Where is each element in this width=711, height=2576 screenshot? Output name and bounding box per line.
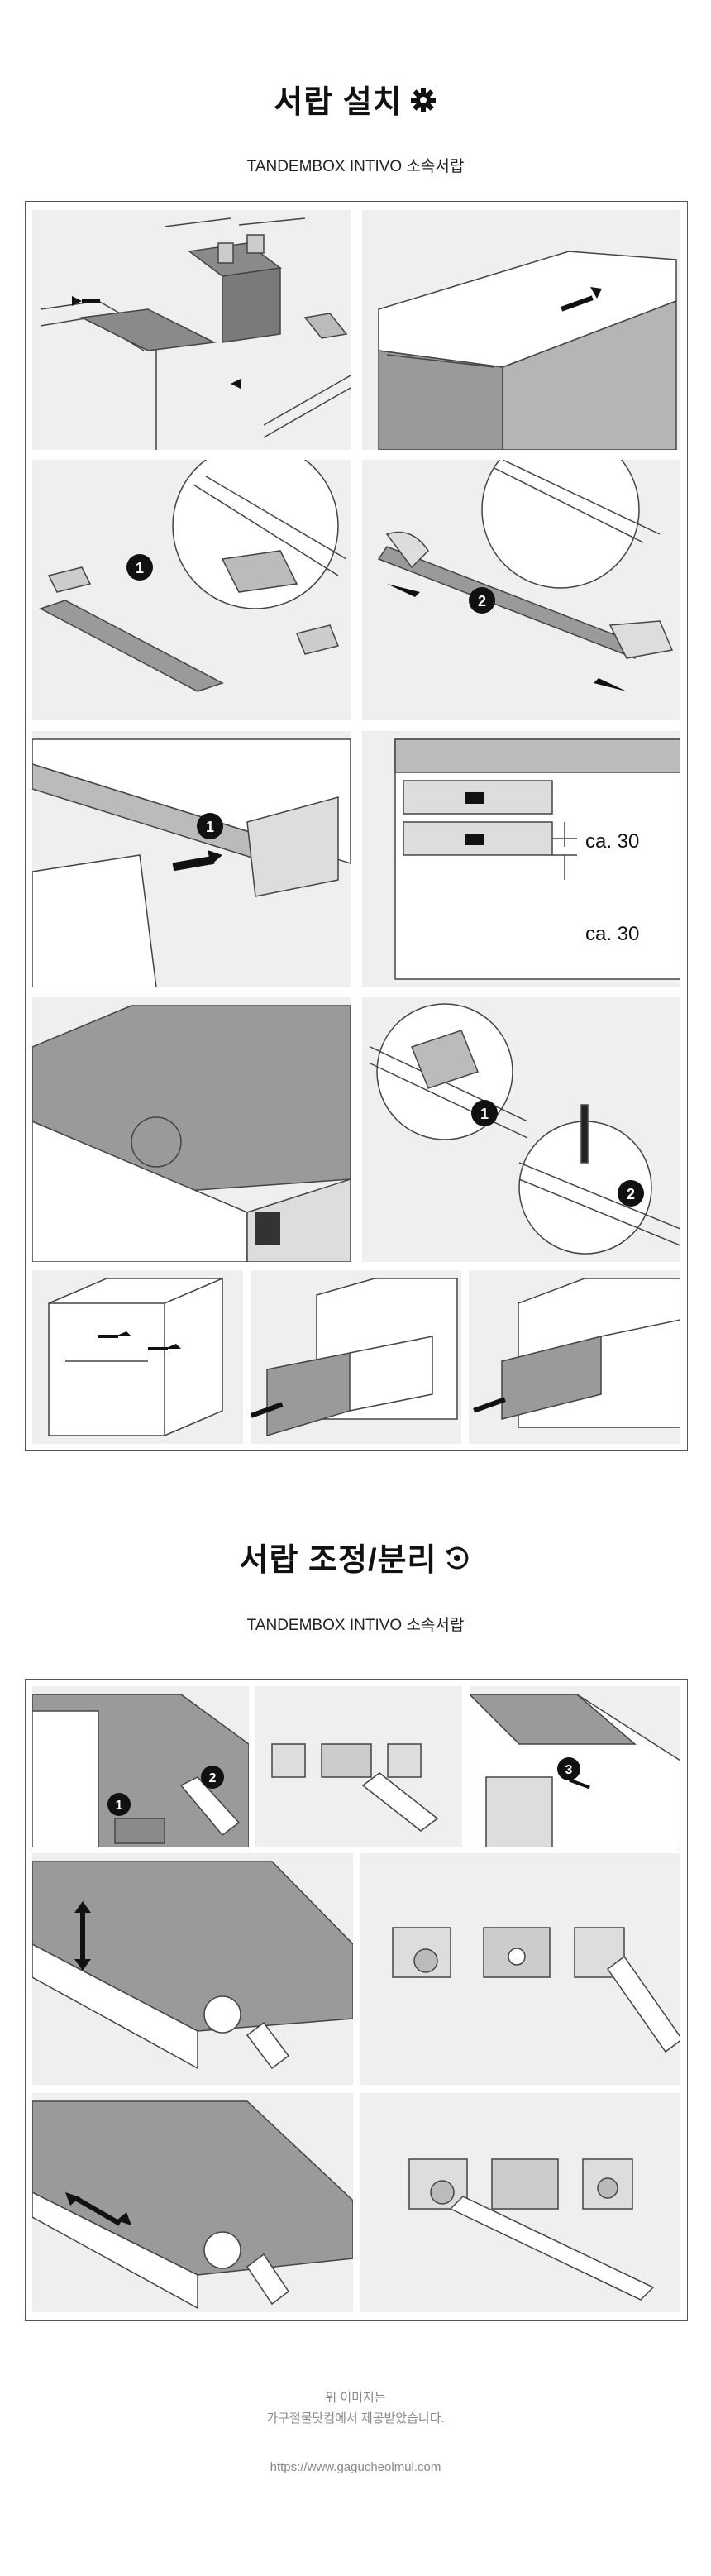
step-badge-1: 1 (206, 819, 214, 835)
release-mechanism-illustration (271, 1743, 439, 1832)
panel-release-lever: 1 2 (32, 1686, 249, 1847)
panel-runner-lock-install: 1 (32, 460, 351, 720)
panel-side-screw (360, 2093, 680, 2312)
side-adjust-illustration (32, 2100, 353, 2310)
drawer-front-clip-illustration (32, 1005, 351, 1262)
step-badge-1: 1 (480, 1106, 489, 1122)
measure-label-top: ca. 30 (585, 830, 640, 853)
footer-caption-line2: 가구절물닷컴에서 제공받았습니다. (266, 2411, 445, 2425)
section2-subtitle: TANDEMBOX INTIVO 소속서랍 (246, 1617, 465, 1634)
section1-subtitle: TANDEMBOX INTIVO 소속서랍 (246, 158, 465, 175)
section1-title: 서랍 설치 (0, 76, 711, 122)
footer-url[interactable]: https://www.gagucheolmul.com (270, 2460, 441, 2474)
drawer-slide-in-illustration (378, 251, 677, 450)
panel-front-release: 1 2 (362, 997, 680, 1262)
panel-drawer-remove (469, 1270, 680, 1444)
step-badge-1: 1 (136, 560, 144, 576)
installation-grid: 1 2 1 (25, 201, 688, 1451)
front-release-illustration: 1 2 (370, 1003, 680, 1255)
runner-lock-remove-illustration: 2 (377, 460, 674, 691)
panel-drawer-lift-off: 3 (470, 1686, 680, 1847)
step-badge-2: 2 (478, 593, 486, 609)
section2-title: 서랍 조정/분리 (0, 1534, 711, 1580)
drawer-front-assembly-illustration (40, 217, 351, 450)
runner-lock-illustration: 1 (39, 460, 347, 692)
panel-drawer-front-clip (32, 997, 351, 1262)
step-badge-1: 1 (116, 1799, 123, 1813)
panel-height-adjust (32, 1853, 353, 2085)
cabinet-runners-illustration (48, 1278, 223, 1436)
height-screw-illustration (392, 1927, 680, 2053)
side-screw-illustration (408, 2158, 655, 2301)
step-badge-2: 2 (209, 1771, 217, 1785)
panel-drawer-spacing: ca. 30 ca. 30 (362, 731, 680, 987)
panel-cabinet-runners (32, 1270, 243, 1444)
drawer-insert-illustration (251, 1278, 458, 1437)
rotate-adjust-icon (443, 1544, 471, 1580)
panel-drawer-assembly (32, 210, 351, 450)
cabinet-drawer-spacing-illustration (394, 738, 680, 980)
panel-drawer-slide-in (362, 210, 680, 450)
panel-runner-lock-remove: 2 (362, 460, 680, 720)
drawer-lift-off-illustration: 3 (470, 1694, 680, 1847)
footer-caption-line1: 위 이미지는 (325, 2391, 386, 2405)
panel-height-screw (360, 1853, 680, 2085)
adjustment-grid: 1 2 3 (25, 1679, 688, 2321)
height-adjust-illustration (32, 1861, 353, 2070)
measure-label-bottom: ca. 30 (585, 923, 640, 945)
drawer-remove-illustration (473, 1278, 680, 1428)
gear-icon (409, 86, 437, 122)
release-lever-illustration: 1 2 (32, 1694, 249, 1847)
panel-drawer-insert (251, 1270, 461, 1444)
panel-runner-attach: 1 (32, 731, 351, 987)
panel-side-adjust (32, 2093, 353, 2312)
panel-release-mechanism (255, 1686, 462, 1847)
runner-attach-illustration: 1 (32, 738, 351, 987)
step-badge-3: 3 (565, 1763, 573, 1777)
step-badge-2: 2 (627, 1186, 635, 1202)
